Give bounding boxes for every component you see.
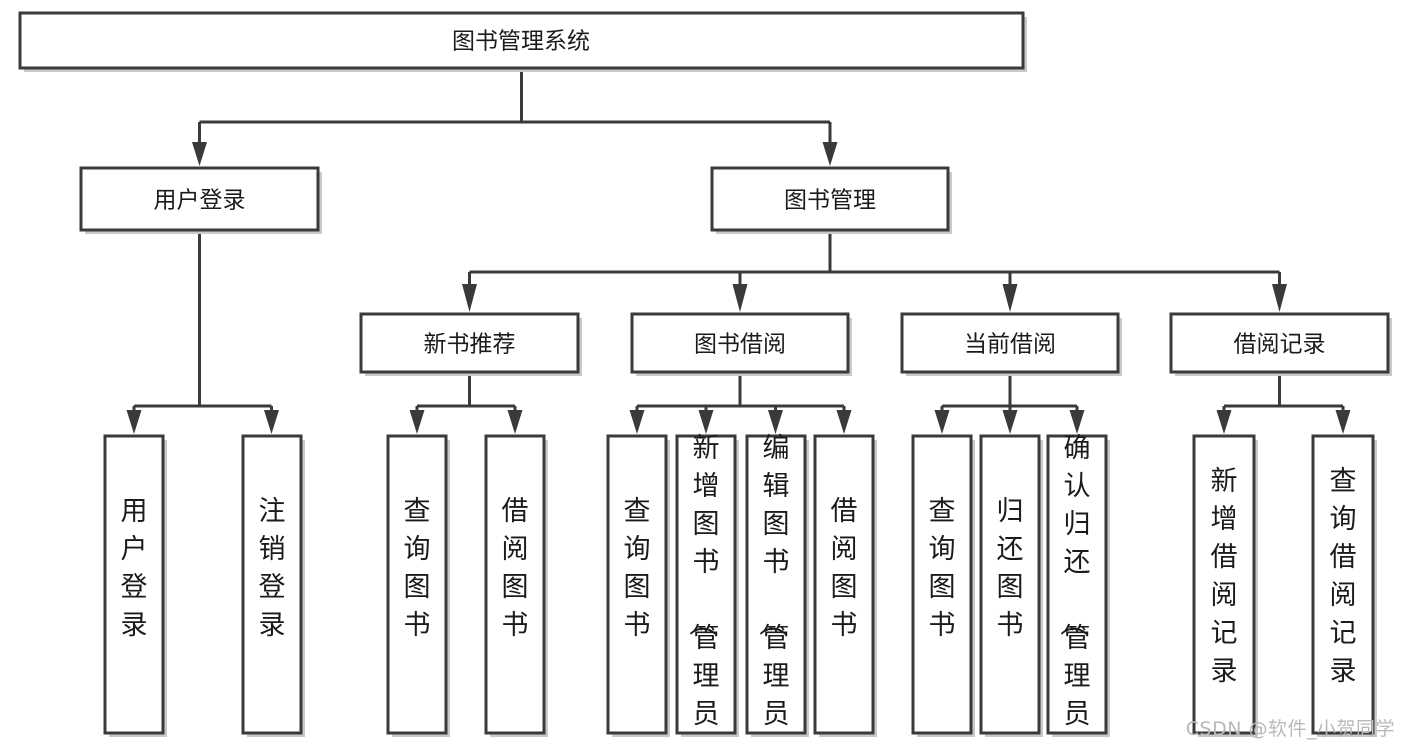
node-leaf-user-logout[interactable]: 注销登录 bbox=[241, 434, 305, 737]
arrowhead-leaf-borrow-book-2 bbox=[836, 410, 852, 434]
leaf-edit-book-label: 编辑图书（管理员） bbox=[756, 433, 790, 747]
node-leaf-confirm-return[interactable]: 确认归还（管理员） bbox=[1046, 433, 1110, 747]
leaf-borrow-book-2-box[interactable] bbox=[813, 434, 875, 735]
node-leaf-query-book-1[interactable]: 查询图书 bbox=[386, 434, 450, 737]
arrowhead-leaf-add-record bbox=[1216, 410, 1232, 434]
node-root[interactable]: 图书管理系统 bbox=[18, 11, 1027, 72]
node-leaf-query-book-2[interactable]: 查询图书 bbox=[606, 434, 670, 737]
arrowhead-leaf-return-book bbox=[1002, 410, 1018, 434]
new-book-rec-box[interactable] bbox=[359, 312, 580, 374]
leaf-return-book-label: 归还图书 bbox=[997, 496, 1024, 641]
borrow-record-label: 借阅记录 bbox=[1234, 332, 1326, 358]
leaf-user-logout-box[interactable] bbox=[241, 434, 303, 735]
arrowhead-leaf-borrow-book-1 bbox=[507, 410, 523, 434]
arrowhead-book-manage bbox=[822, 142, 838, 166]
user-login-label: 用户登录 bbox=[154, 188, 246, 214]
root-label: 图书管理系统 bbox=[452, 29, 590, 55]
leaf-return-book-box[interactable] bbox=[979, 434, 1041, 735]
leaf-query-book-1-box[interactable] bbox=[386, 434, 448, 735]
current-borrow-label: 当前借阅 bbox=[964, 332, 1056, 358]
node-leaf-add-record[interactable]: 新增借阅记录 bbox=[1192, 434, 1258, 737]
leaf-query-record-box[interactable] bbox=[1311, 434, 1375, 735]
leaf-user-login-box[interactable] bbox=[103, 434, 165, 735]
book-manage-label: 图书管理 bbox=[784, 188, 876, 214]
book-manage-box[interactable] bbox=[710, 166, 950, 232]
node-new-book-rec[interactable]: 新书推荐 bbox=[359, 312, 582, 376]
leaf-query-book-1-label: 查询图书 bbox=[404, 496, 431, 641]
leaf-add-book-box[interactable] bbox=[675, 434, 737, 735]
root-box[interactable] bbox=[18, 11, 1025, 70]
leaf-borrow-book-2-label: 借阅图书 bbox=[831, 496, 858, 641]
arrowhead-borrow-record bbox=[1272, 284, 1287, 312]
node-leaf-edit-book[interactable]: 编辑图书（管理员） bbox=[745, 433, 809, 747]
node-leaf-query-record[interactable]: 查询借阅记录 bbox=[1311, 434, 1377, 737]
arrowhead-leaf-add-book bbox=[698, 410, 714, 434]
arrowhead-leaf-edit-book bbox=[768, 410, 783, 434]
leaf-query-book-3-box[interactable] bbox=[911, 434, 973, 735]
leaf-query-book-2-label: 查询图书 bbox=[624, 496, 651, 641]
leaf-user-logout-label: 注销登录 bbox=[259, 496, 286, 641]
book-borrow-label: 图书借阅 bbox=[694, 332, 786, 358]
leaf-query-book-2-box[interactable] bbox=[606, 434, 668, 735]
node-book-manage[interactable]: 图书管理 bbox=[710, 166, 952, 234]
arrowhead-leaf-query-book-1 bbox=[409, 410, 425, 434]
book-borrow-box[interactable] bbox=[630, 312, 850, 374]
node-user-login[interactable]: 用户登录 bbox=[79, 166, 322, 234]
user-login-box[interactable] bbox=[79, 166, 320, 232]
node-leaf-add-book[interactable]: 新增图书（管理员） bbox=[675, 433, 739, 747]
leaf-query-record-label: 查询借阅记录 bbox=[1330, 466, 1357, 687]
current-borrow-box[interactable] bbox=[900, 312, 1120, 374]
node-leaf-query-book-3[interactable]: 查询图书 bbox=[911, 434, 975, 737]
leaf-query-book-3-label: 查询图书 bbox=[929, 496, 956, 641]
node-leaf-user-login[interactable]: 用户登录 bbox=[103, 434, 167, 737]
leaf-add-record-label: 新增借阅记录 bbox=[1211, 466, 1238, 687]
arrowhead-leaf-user-login bbox=[126, 410, 142, 434]
arrowhead-leaf-query-book-3 bbox=[934, 410, 950, 434]
node-leaf-borrow-book-1[interactable]: 借阅图书 bbox=[484, 434, 548, 737]
borrow-record-box[interactable] bbox=[1169, 312, 1390, 374]
leaf-confirm-return-box[interactable] bbox=[1046, 434, 1108, 735]
leaf-borrow-book-1-label: 借阅图书 bbox=[502, 496, 529, 641]
arrowhead-new-book-rec bbox=[462, 284, 477, 312]
new-book-rec-label: 新书推荐 bbox=[424, 332, 516, 358]
node-book-borrow[interactable]: 图书借阅 bbox=[630, 312, 852, 376]
connector-layer bbox=[126, 68, 1351, 434]
node-leaf-return-book[interactable]: 归还图书 bbox=[979, 434, 1043, 737]
arrowhead-leaf-query-record bbox=[1335, 410, 1351, 434]
leaf-borrow-book-1-box[interactable] bbox=[484, 434, 546, 735]
leaf-confirm-return-label: 确认归还（管理员） bbox=[1057, 433, 1091, 747]
arrowhead-leaf-query-book-2 bbox=[629, 410, 645, 434]
arrowhead-leaf-confirm-return bbox=[1069, 410, 1085, 434]
arrowhead-book-borrow bbox=[732, 284, 748, 312]
node-current-borrow[interactable]: 当前借阅 bbox=[900, 312, 1122, 376]
node-borrow-record[interactable]: 借阅记录 bbox=[1169, 312, 1392, 376]
arrowhead-current-borrow bbox=[1002, 284, 1018, 312]
leaf-user-login-label: 用户登录 bbox=[121, 496, 148, 641]
arrowhead-user-login bbox=[192, 142, 207, 166]
node-leaf-borrow-book-2[interactable]: 借阅图书 bbox=[813, 434, 877, 737]
leaf-add-record-box[interactable] bbox=[1192, 434, 1256, 735]
leaf-add-book-label: 新增图书（管理员） bbox=[686, 433, 720, 747]
arrowhead-leaf-user-logout bbox=[264, 410, 279, 434]
leaf-edit-book-box[interactable] bbox=[745, 434, 807, 735]
